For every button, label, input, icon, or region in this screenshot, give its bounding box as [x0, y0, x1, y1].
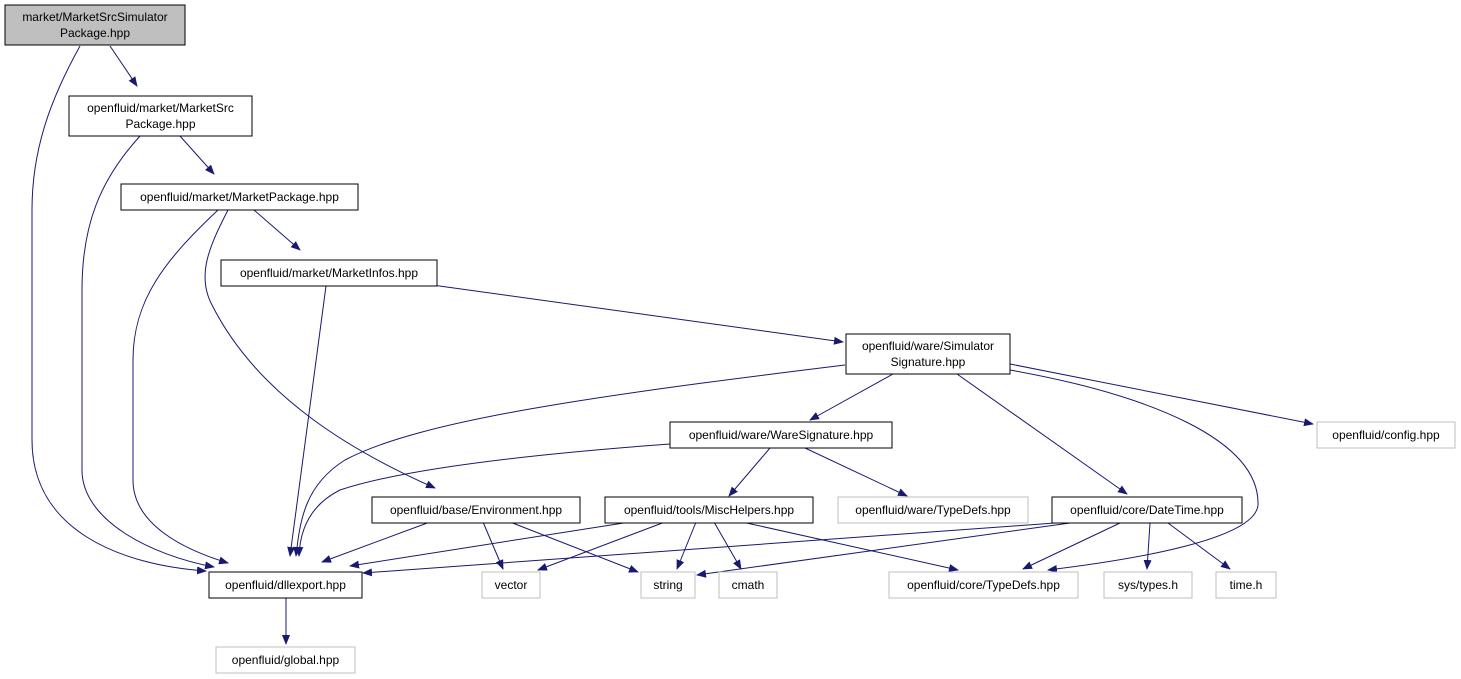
node-sys-types[interactable]: sys/types.h: [1103, 571, 1193, 599]
edge-mktinfos-to-dll: [287, 285, 327, 557]
node-global[interactable]: openfluid/global.hpp: [215, 646, 356, 674]
node-label-line: openfluid/base/Environment.hpp: [390, 503, 562, 517]
node-environment[interactable]: openfluid/base/Environment.hpp: [371, 496, 581, 524]
node-label-line: openfluid/market/MarketPackage.hpp: [140, 190, 339, 204]
edge-misc-to-vector: [537, 521, 666, 571]
edge-datetime-to-dll: [362, 522, 1056, 577]
edge-datetime-to-coretd: [1022, 522, 1121, 570]
node-label-line: openfluid/tools/MiscHelpers.hpp: [624, 503, 794, 517]
node-label-line: openfluid/ware/WareSignature.hpp: [689, 428, 874, 442]
node-label-line: vector: [495, 578, 528, 592]
node-simulator-signature[interactable]: openfluid/ware/Simulator Signature.hpp: [845, 333, 1011, 375]
node-label-line: openfluid/ware/TypeDefs.hpp: [855, 503, 1011, 517]
edge-misc-to-string: [676, 521, 697, 570]
edge-simsig-to-coretd: [1009, 369, 1259, 573]
node-label-line: openfluid/ware/Simulator: [862, 339, 994, 353]
node-dllexport[interactable]: openfluid/dllexport.hpp: [208, 571, 363, 599]
edge-mktpkg-to-dll: [132, 209, 229, 565]
edge-simsig-to-config: [1009, 363, 1314, 427]
edge-datetime-to-systypes: [1143, 522, 1152, 570]
edge-env-to-dll: [321, 521, 431, 563]
edge-simsig-to-datetime: [956, 373, 1128, 495]
node-string[interactable]: string: [640, 571, 696, 599]
node-config[interactable]: openfluid/config.hpp: [1316, 421, 1456, 449]
node-label-line: sys/types.h: [1118, 578, 1178, 592]
node-misc-helpers[interactable]: openfluid/tools/MiscHelpers.hpp: [604, 496, 814, 524]
node-label-line: market/MarketSrcSimulator: [22, 10, 167, 24]
node-market-src-package[interactable]: openfluid/market/MarketSrc Package.hpp: [68, 95, 253, 137]
node-layer: market/MarketSrcSimulator Package.hpp op…: [4, 4, 1456, 674]
edge-mktinfos-to-simsig: [424, 283, 844, 345]
node-label-line: openfluid/market/MarketSrc: [87, 101, 234, 115]
node-label-line: Package.hpp: [125, 117, 195, 131]
node-label-line: openfluid/config.hpp: [1332, 428, 1440, 442]
node-market-src-simulator-package[interactable]: market/MarketSrcSimulator Package.hpp: [4, 4, 186, 46]
node-vector[interactable]: vector: [481, 571, 541, 599]
edge-env-to-string: [509, 521, 639, 573]
node-label-line: Package.hpp: [60, 26, 130, 40]
node-label-line: openfluid/global.hpp: [232, 653, 340, 667]
edge-mktpkg-to-env: [204, 209, 436, 489]
node-label-line: openfluid/core/TypeDefs.hpp: [907, 578, 1060, 592]
node-market-package[interactable]: openfluid/market/MarketPackage.hpp: [120, 183, 359, 211]
node-ware-signature[interactable]: openfluid/ware/WareSignature.hpp: [669, 421, 893, 449]
edge-mktsrc-to-dll: [81, 135, 215, 570]
edge-datetime-to-string: [696, 522, 1071, 578]
edge-misc-to-cmath: [713, 521, 742, 570]
edge-misc-to-coretd: [741, 521, 959, 572]
edge-simsig-to-dll: [293, 364, 846, 557]
edge-root-to-mktsrc: [109, 45, 138, 87]
edge-env-to-vector: [482, 521, 504, 570]
node-label-line: Signature.hpp: [891, 355, 966, 369]
node-label-line: string: [653, 578, 682, 592]
edge-waresig-to-dll: [295, 443, 671, 557]
edge-waresig-to-misc: [728, 447, 771, 497]
edge-datetime-to-timeh: [1167, 522, 1231, 570]
edge-layer: [31, 45, 1314, 645]
node-label-line: time.h: [1230, 578, 1263, 592]
node-label-line: cmath: [732, 578, 765, 592]
node-time-h[interactable]: time.h: [1215, 571, 1277, 599]
node-label-line: openfluid/market/MarketInfos.hpp: [240, 266, 418, 280]
edge-waresig-to-waretd: [804, 447, 908, 497]
edge-mktpkg-to-mktinfos: [253, 209, 301, 251]
node-label-line: openfluid/dllexport.hpp: [225, 578, 346, 592]
edge-mktsrc-to-mktpkg: [179, 135, 215, 175]
edge-misc-to-dll: [349, 521, 631, 569]
node-cmath[interactable]: cmath: [718, 571, 778, 599]
edge-simsig-to-waresig: [809, 373, 894, 421]
node-label-line: openfluid/core/DateTime.hpp: [1070, 503, 1224, 517]
node-date-time[interactable]: openfluid/core/DateTime.hpp: [1051, 496, 1243, 524]
node-ware-typedefs[interactable]: openfluid/ware/TypeDefs.hpp: [837, 496, 1029, 524]
edge-root-to-dll: [31, 45, 207, 575]
node-market-infos[interactable]: openfluid/market/MarketInfos.hpp: [220, 259, 438, 287]
node-core-typedefs[interactable]: openfluid/core/TypeDefs.hpp: [888, 571, 1079, 599]
